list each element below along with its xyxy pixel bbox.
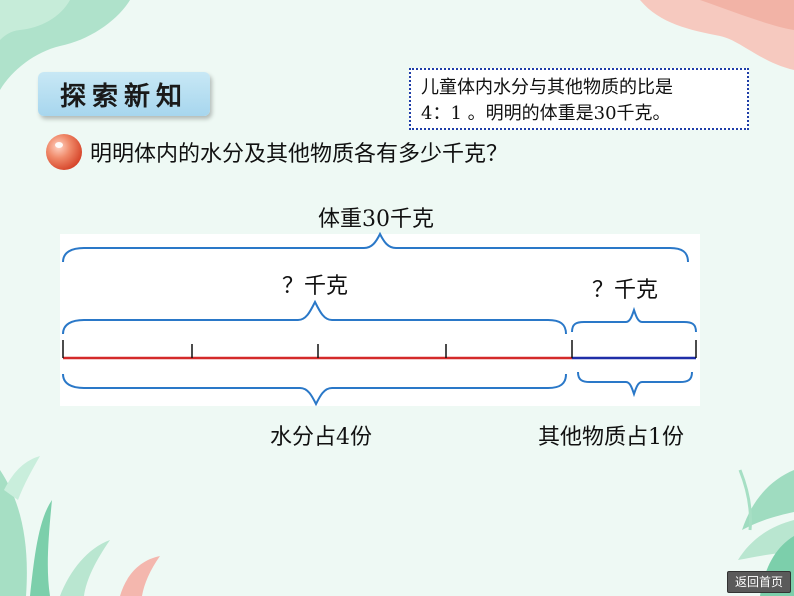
other-unknown-label: ？千克 [592, 278, 658, 303]
other-top-brace [571, 306, 697, 333]
water-unknown-label: ？千克 [282, 274, 348, 299]
total-label: 体重30千克 [318, 207, 434, 232]
home-button[interactable]: 返回首页 [727, 571, 791, 593]
water-top-brace [62, 299, 567, 335]
total-brace [62, 231, 689, 263]
info-line-1: 儿童体内水分与其他物质的比是 [421, 77, 673, 98]
info-line-2: 4：1 。明明的体重是30千克。 [421, 103, 671, 124]
question-text: 明明体内的水分及其他物质各有多少千克？ [90, 142, 509, 167]
water-bottom-brace [62, 373, 567, 407]
question: 明明体内的水分及其他物质各有多少千克？ [46, 134, 508, 170]
bullet-ball-icon [46, 134, 82, 170]
info-box: 儿童体内水分与其他物质的比是 4：1 。明明的体重是30千克。 [409, 68, 749, 130]
other-parts-label: 其他物质占1份 [538, 425, 684, 450]
water-parts-label: 水分占4份 [270, 425, 372, 450]
section-tag-label: 探索新知 [59, 81, 188, 112]
section-tag: 探索新知 [38, 72, 210, 116]
other-bottom-brace [577, 371, 693, 398]
